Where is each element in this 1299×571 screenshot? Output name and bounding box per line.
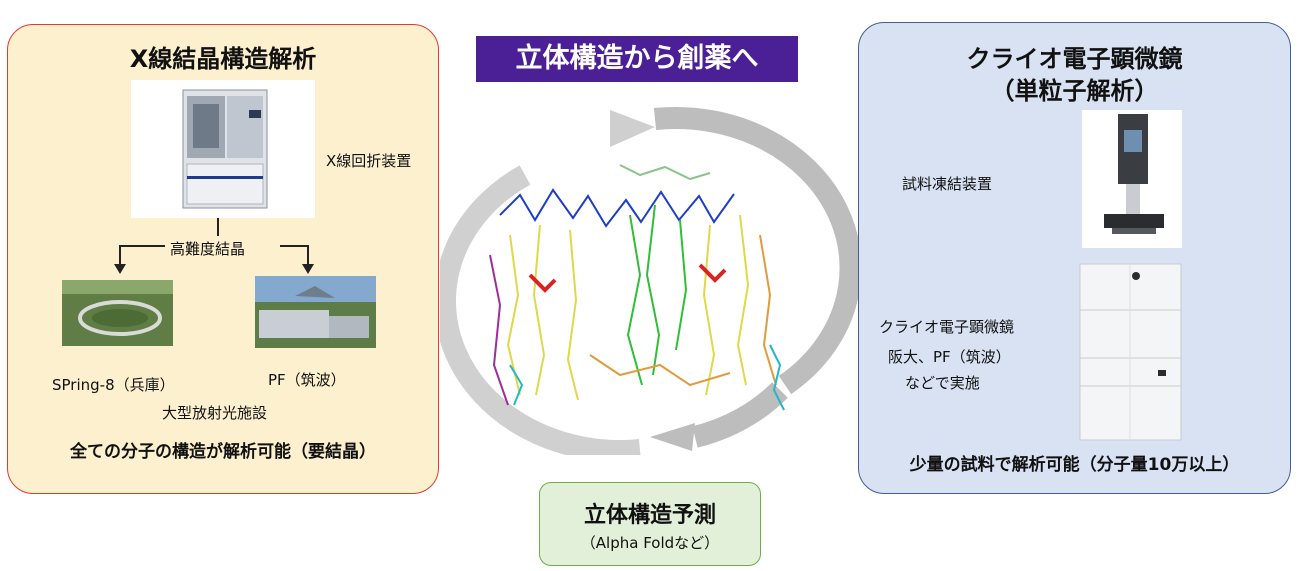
pf-photo	[255, 276, 376, 348]
xray-panel-title: X線結晶構造解析	[129, 45, 317, 73]
cycle-arrows	[440, 106, 860, 455]
xray-footer: 全ての分子の構造が解析可能（要結晶）	[70, 442, 376, 462]
cryo-em-label: クライオ電子顕微鏡	[879, 318, 1015, 336]
structure-prediction-subtitle: （Alpha Foldなど）	[580, 534, 720, 552]
difficult-crystal-label: 高難度結晶	[170, 240, 246, 258]
cryo-em-location-label: 阪大、PF（筑波）	[888, 348, 1011, 366]
xray-diffractometer-image	[131, 80, 315, 218]
cryo-em-panel-subtitle: （単粒子解析）	[990, 77, 1159, 105]
banner-title: 立体構造から創薬へ	[476, 36, 798, 82]
vitrification-device-image	[1082, 110, 1182, 248]
cryo-em-panel-title: クライオ電子顕微鏡	[966, 45, 1183, 73]
cryo-em-location-note: などで実施	[905, 374, 980, 392]
synchrotron-facility-label: 大型放射光施設	[162, 404, 268, 422]
structure-prediction-title: 立体構造予測	[583, 503, 716, 528]
protein-ribbons	[489, 164, 785, 411]
connector-line	[217, 218, 219, 236]
spring8-label: SPring-8（兵庫）	[52, 376, 175, 394]
cryo-em-panel	[858, 22, 1291, 494]
xray-diffractometer-label: X線回折装置	[326, 152, 412, 170]
cryo-em-image	[1078, 262, 1183, 442]
protein-structure-cycle	[440, 106, 860, 455]
pf-label: PF（筑波）	[268, 371, 346, 389]
branch-arrows	[114, 245, 314, 274]
spring8-photo	[62, 280, 173, 346]
vitrification-device-label: 試料凍結装置	[902, 175, 993, 193]
cryo-em-footer: 少量の試料で解析可能（分子量10万以上）	[909, 455, 1240, 475]
structure-prediction-box	[539, 482, 761, 566]
